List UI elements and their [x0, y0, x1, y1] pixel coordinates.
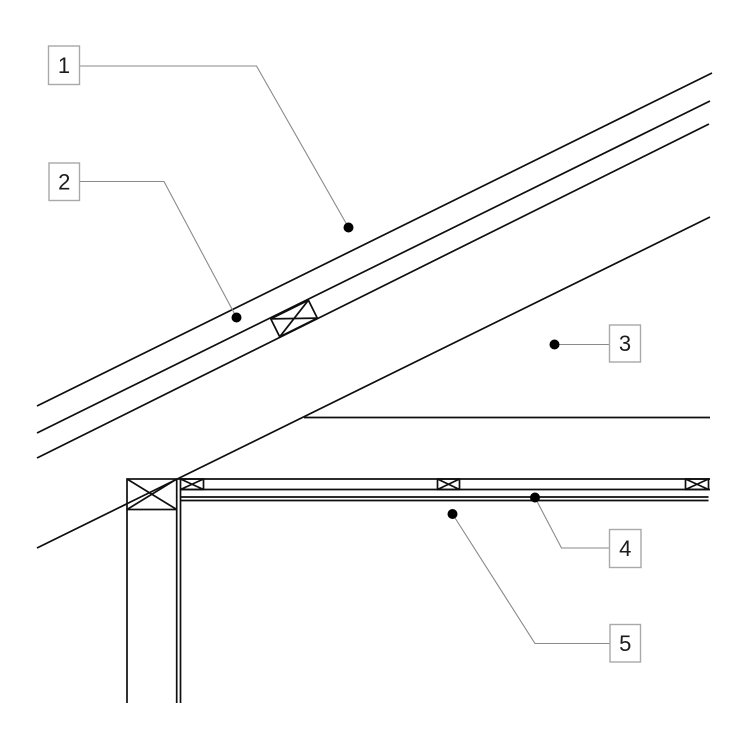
callout-label: 2 [58, 169, 70, 194]
ceiling-batten-section [179, 478, 205, 491]
ceiling-batten-section [684, 478, 710, 491]
callout-label: 4 [619, 536, 631, 561]
wall-top-plate-section [126, 478, 178, 511]
callout-4: 4 [530, 492, 642, 569]
callout-2: 2 [48, 162, 242, 323]
leader-dot [343, 222, 354, 233]
leader-dot [447, 509, 458, 519]
leader-dot [549, 339, 560, 350]
roof-covering-inner-line [36, 100, 711, 434]
callout-box [608, 324, 642, 363]
ceiling-batten-section-cross [685, 478, 709, 491]
leader-line [79, 180, 237, 318]
callout-box [48, 162, 81, 202]
roof-covering-outer-line [36, 72, 713, 407]
callout-box [47, 45, 81, 86]
wall-top-plate-section-cross [126, 478, 178, 511]
callout-5: 5 [447, 509, 642, 663]
leader-line [534, 497, 610, 549]
ceiling-batten-section [436, 478, 461, 491]
callout-1: 1 [47, 45, 354, 233]
callout-3: 3 [549, 324, 642, 363]
ceiling-batten-section-cross [437, 478, 460, 491]
leader-dot [530, 492, 540, 503]
leader-dot [231, 312, 242, 323]
roof-batten-layer-bottom-line [36, 123, 710, 459]
callout-label: 5 [619, 631, 631, 656]
callout-box [608, 528, 642, 569]
roof-batten-section-cross [279, 299, 310, 338]
leader-line [79, 65, 349, 228]
callout-label: 3 [619, 331, 631, 356]
callout-label: 1 [58, 53, 70, 78]
callout-box [609, 623, 642, 663]
ceiling-batten-section-cross [180, 478, 204, 491]
callout-annotations: 1 2 3 4 5 [47, 45, 642, 663]
leader-line [452, 513, 610, 645]
wall-assembly [126, 478, 182, 703]
ceiling-assembly [176, 416, 710, 502]
